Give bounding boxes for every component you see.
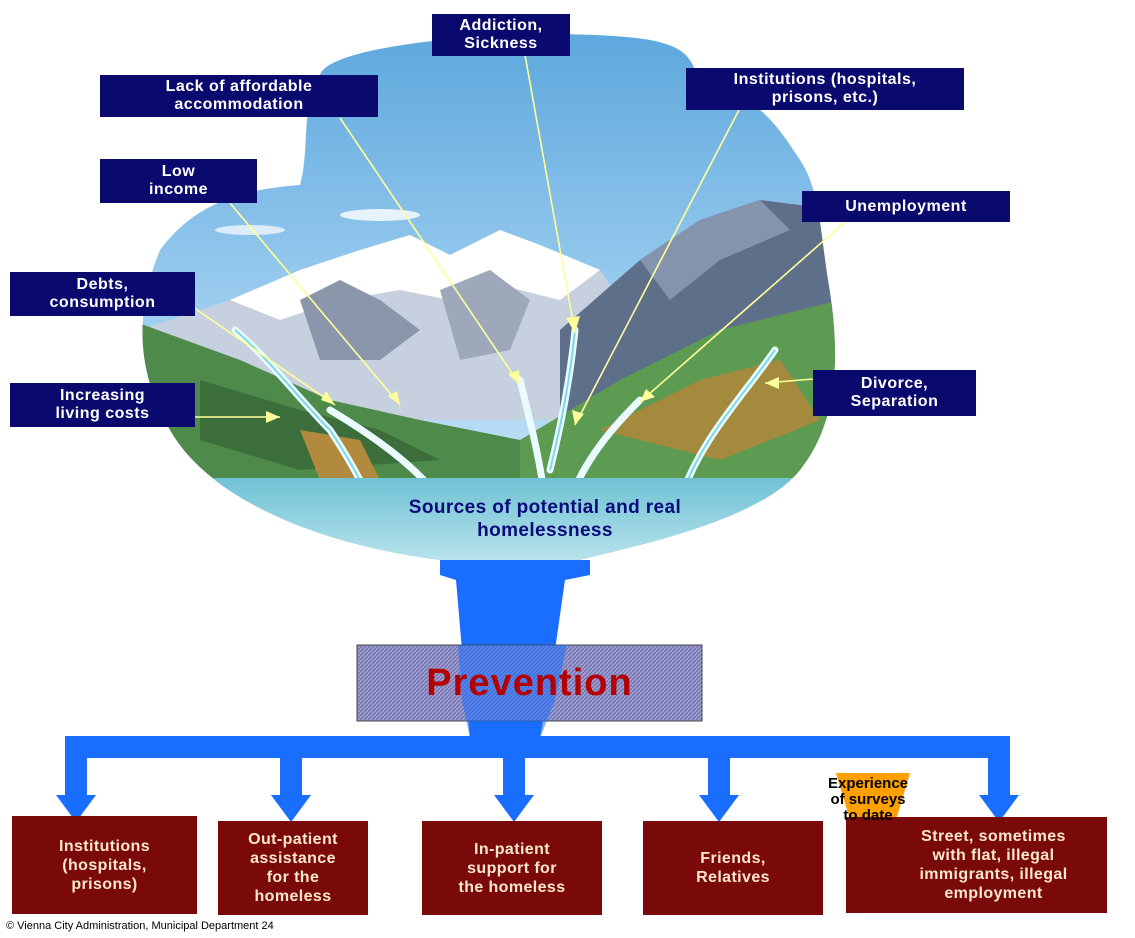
distribution-arrows (56, 736, 1019, 822)
cause-institutions: Institutions (hospitals, prisons, etc.) (686, 68, 964, 110)
cause-divorce-separation: Divorce, Separation (813, 370, 976, 416)
cause-lack-of-affordable-accommodation: Lack of affordable accommodation (100, 75, 378, 117)
cause-addiction-sickness: Addiction, Sickness (432, 14, 570, 56)
outcome-institutions: Institutions (hospitals, prisons) (12, 816, 197, 914)
funnel-overlay (458, 645, 567, 738)
cause-unemployment: Unemployment (802, 191, 1010, 222)
cause-connectors (189, 54, 846, 426)
surveys-note: Experience of surveys to date (827, 775, 909, 824)
outcome-street: Street, sometimes with flat, illegal imm… (846, 817, 1107, 913)
outcome-out-patient-assistance: Out-patient assistance for the homeless (218, 821, 368, 915)
cause-debts-consumption: Debts, consumption (10, 272, 195, 316)
sources-label: Sources of potential and real homelessne… (408, 497, 682, 541)
copyright-footer: © Vienna City Administration, Municipal … (6, 920, 274, 932)
cause-increasing-living-costs: Increasing living costs (10, 383, 195, 427)
outcome-in-patient-support: In-patient support for the homeless (422, 821, 602, 915)
prevention-label: Prevention (426, 661, 633, 704)
cause-low-income: Low income (100, 159, 257, 203)
outcome-friends-relatives: Friends, Relatives (643, 821, 823, 915)
connector-arrowheads (266, 316, 779, 425)
